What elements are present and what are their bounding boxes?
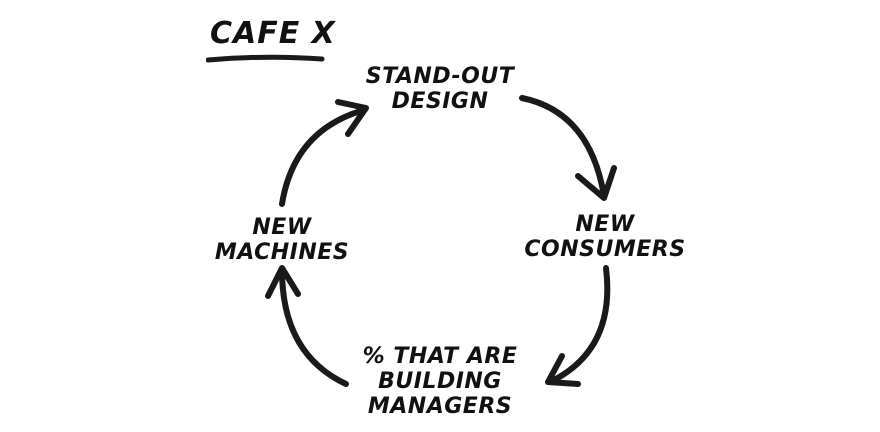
node-right-line-1: NEW <box>575 212 635 237</box>
node-stand-out-design: STAND-OUT DESIGN <box>350 64 530 114</box>
node-top-line-1: STAND-OUT <box>365 64 515 89</box>
node-bottom-line-3: MANAGERS <box>367 394 513 419</box>
diagram-title-text: CAFE X <box>210 16 336 51</box>
arrow-managers-to-machines-shaft <box>279 267 349 387</box>
arrow-managers-to-machines <box>265 265 349 387</box>
node-right-line-2: CONSUMERS <box>524 237 686 262</box>
diagram-title: CAFE X <box>206 14 336 63</box>
arrow-design-to-consumers-head <box>575 165 617 201</box>
node-bottom-line-1: % THAT ARE <box>362 344 518 369</box>
arrow-consumers-to-managers <box>545 265 611 387</box>
arrow-managers-to-machines-head <box>265 265 301 299</box>
arrow-design-to-consumers-shaft <box>519 95 607 199</box>
node-top-line-2: DESIGN <box>391 89 489 114</box>
node-bottom-line-2: BUILDING <box>378 369 502 394</box>
title-underline <box>206 54 325 63</box>
arrow-machines-to-design-head <box>335 99 369 137</box>
arrow-design-to-consumers <box>519 95 617 201</box>
arrow-consumers-to-managers-head <box>545 353 581 387</box>
arrow-machines-to-design <box>279 99 369 207</box>
arrow-machines-to-design-shaft <box>279 107 367 207</box>
arrow-consumers-to-managers-shaft <box>547 265 611 385</box>
title-underline-stroke <box>206 54 325 63</box>
node-new-machines: NEW MACHINES <box>192 215 372 265</box>
node-new-consumers: NEW CONSUMERS <box>515 212 695 262</box>
node-building-managers: % THAT ARE BUILDING MANAGERS <box>350 344 530 419</box>
node-left-line-2: MACHINES <box>214 240 350 265</box>
node-left-line-1: NEW <box>252 215 312 240</box>
